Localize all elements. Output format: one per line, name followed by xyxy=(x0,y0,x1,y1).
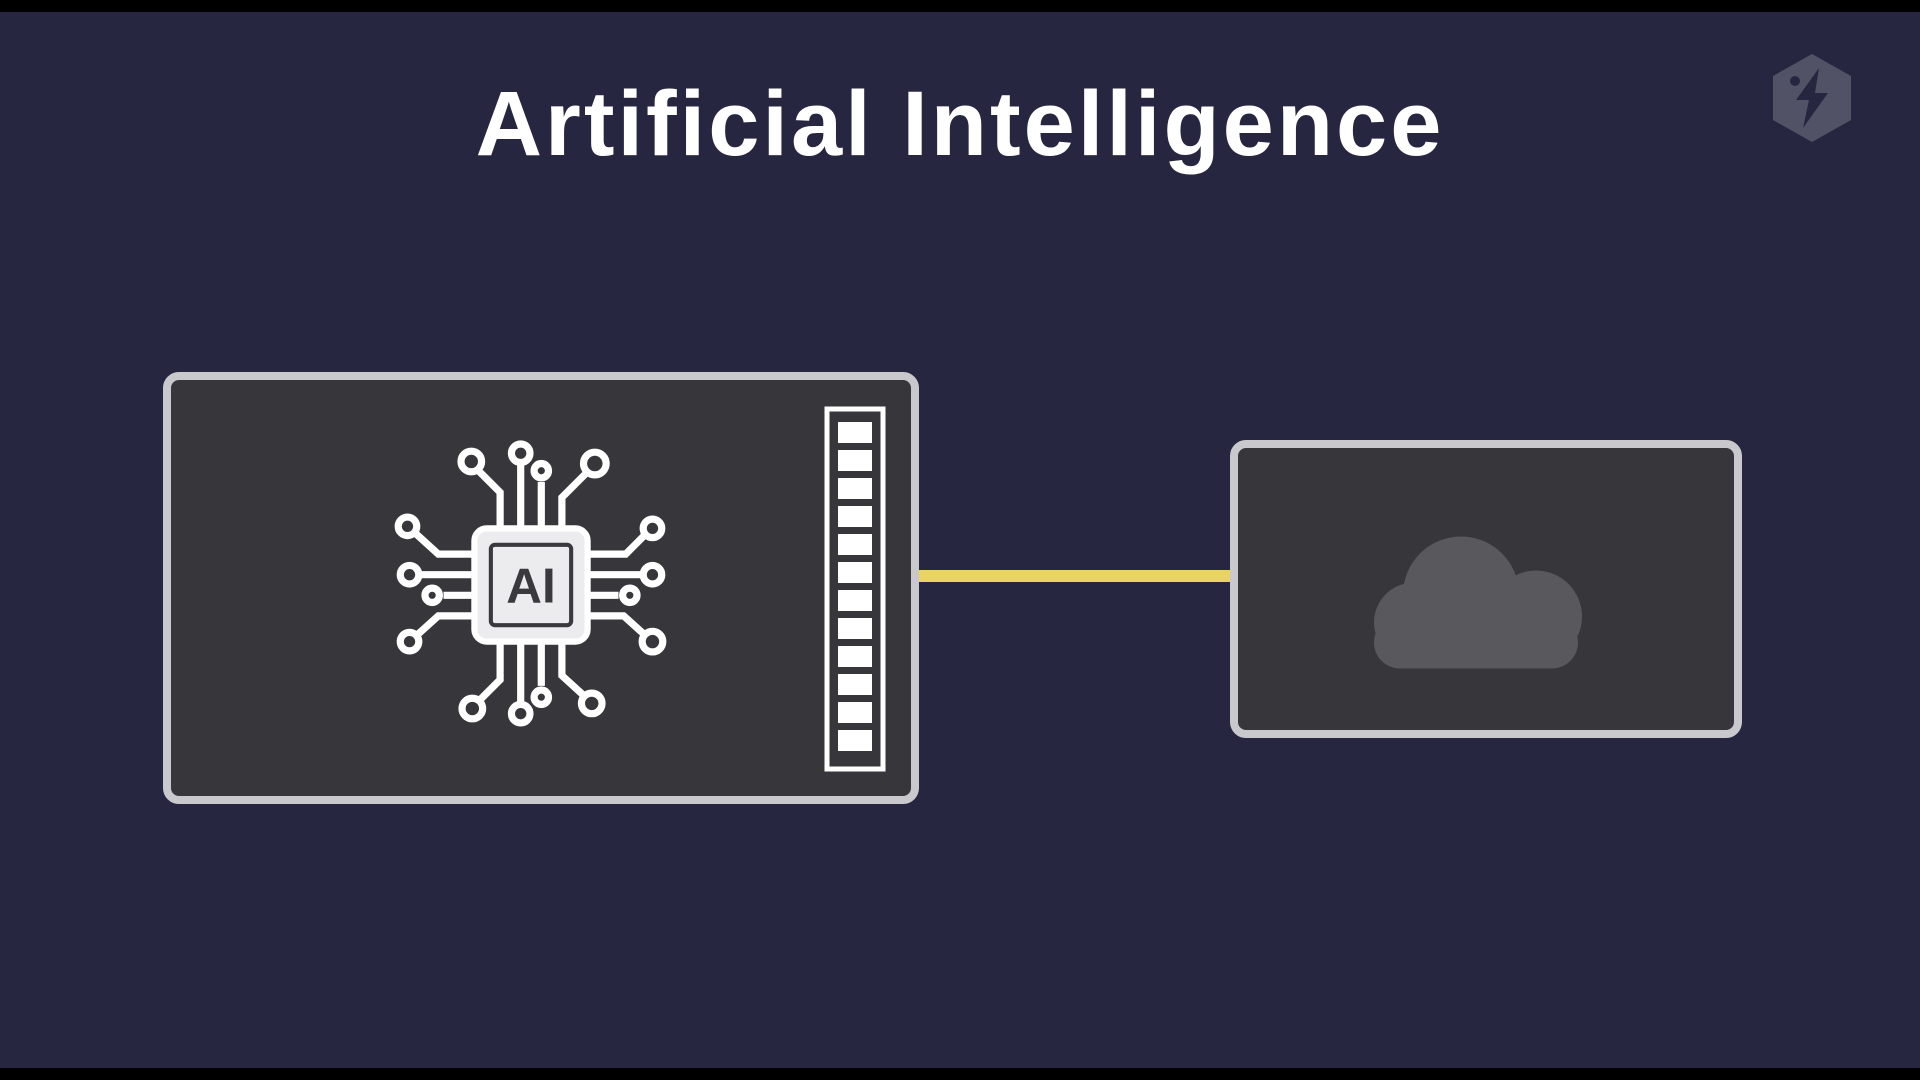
connector-line xyxy=(900,570,1244,582)
chip-label: AI xyxy=(506,559,555,614)
page-title: Artificial Intelligence xyxy=(475,73,1445,175)
cloud-panel xyxy=(1230,440,1742,738)
letterbox-top xyxy=(0,0,1920,12)
ai-chip-icon: AI xyxy=(394,440,667,727)
cloud-icon xyxy=(1374,536,1582,669)
brand-hexagon-logo-icon xyxy=(1773,54,1851,142)
letterbox-bottom xyxy=(0,1068,1920,1080)
ai-processor-panel: AI xyxy=(163,372,919,804)
memory-strip-icon xyxy=(824,406,886,772)
